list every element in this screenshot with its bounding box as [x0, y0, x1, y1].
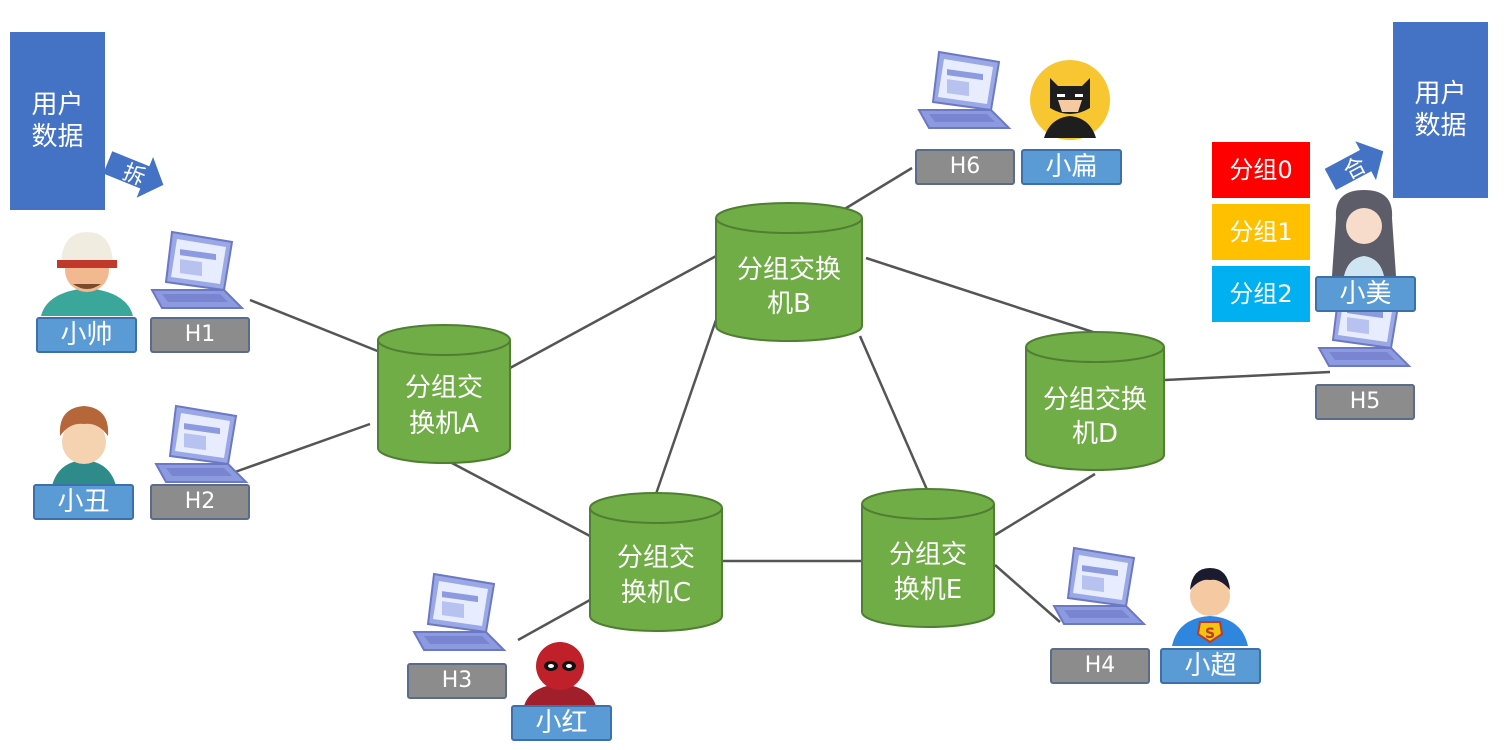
avatar-xiaohong-icon [524, 642, 596, 706]
link-b-h6 [842, 166, 913, 212]
laptop-icon [918, 51, 1010, 129]
link-b-d [865, 256, 1097, 335]
svg-text:S: S [1205, 626, 1215, 642]
host-label-h1: H1 [150, 317, 250, 353]
switch-a-label: 换机A [409, 409, 479, 439]
source-user-data-line1: 用户 [31, 89, 84, 120]
laptop-icon [155, 405, 247, 483]
merge-arrow-icon: 合 [1320, 131, 1394, 199]
link-d-h5 [1164, 370, 1331, 382]
laptop-icon [1053, 547, 1145, 625]
switch-e: 分组交 换机E [861, 488, 995, 628]
switch-a-label: 分组交 [405, 373, 483, 403]
link-e-d [994, 472, 1096, 537]
laptop-icon [151, 231, 243, 309]
link-h2-a [234, 422, 371, 474]
user-label-xiaobian: 小扁 [1021, 149, 1122, 185]
source-user-data-block: 用户 数据 [10, 32, 105, 210]
avatar-xiaoshuai-icon [41, 232, 133, 316]
avatar-xiaomei-icon [1332, 190, 1396, 276]
target-user-data-line2: 数据 [1414, 111, 1467, 141]
switch-c: 分组交 换机C [589, 492, 723, 632]
link-b-c [654, 319, 718, 495]
switch-c-label: 换机C [621, 578, 691, 608]
user-label-xiaochou: 小丑 [33, 484, 134, 520]
user-label-xiaochao: 小超 [1160, 648, 1261, 684]
user-label-xiaohong: 小红 [511, 705, 612, 741]
packet-0: 分组0 [1212, 142, 1310, 198]
target-user-data-block: 用户 数据 [1393, 22, 1488, 198]
user-label-xiaoshuai: 小帅 [36, 317, 137, 353]
switch-d: 分组交换 机D [1025, 331, 1165, 471]
target-user-data-line1: 用户 [1414, 78, 1467, 109]
link-a-b [509, 253, 719, 370]
host-label-h6: H6 [915, 149, 1015, 185]
host-label-h3: H3 [407, 663, 507, 699]
link-a-c [449, 460, 591, 538]
switch-d-label: 分组交换 [1043, 385, 1147, 415]
avatar-xiaochao-icon: S [1172, 568, 1248, 646]
host-label-h2: H2 [150, 484, 250, 520]
avatar-xiaobian-icon [1030, 60, 1110, 140]
switch-d-label: 机D [1072, 419, 1118, 449]
switch-b-label: 分组交换 [737, 255, 841, 285]
link-c-h3 [517, 598, 591, 642]
split-arrow-icon: 拆 [99, 142, 172, 206]
switch-a: 分组交 换机A [377, 324, 511, 464]
host-label-h4: H4 [1050, 648, 1150, 684]
link-e-h4 [994, 564, 1061, 623]
host-label-h5: H5 [1315, 384, 1415, 420]
switch-e-label: 换机E [894, 575, 962, 605]
switch-e-label: 分组交 [889, 540, 967, 570]
user-label-xiaomei: 小美 [1315, 276, 1416, 312]
switch-c-label: 分组交 [617, 543, 695, 573]
switch-b: 分组交换 机B [715, 202, 863, 342]
switch-b-label: 机B [767, 289, 811, 319]
avatar-xiaochou-icon [52, 406, 116, 486]
laptop-icon [413, 573, 505, 651]
source-user-data-line2: 数据 [31, 122, 84, 152]
link-b-e [858, 335, 930, 493]
link-h1-a [249, 298, 381, 354]
packet-1: 分组1 [1212, 204, 1310, 260]
links [234, 166, 1331, 642]
packet-2: 分组2 [1212, 266, 1310, 322]
